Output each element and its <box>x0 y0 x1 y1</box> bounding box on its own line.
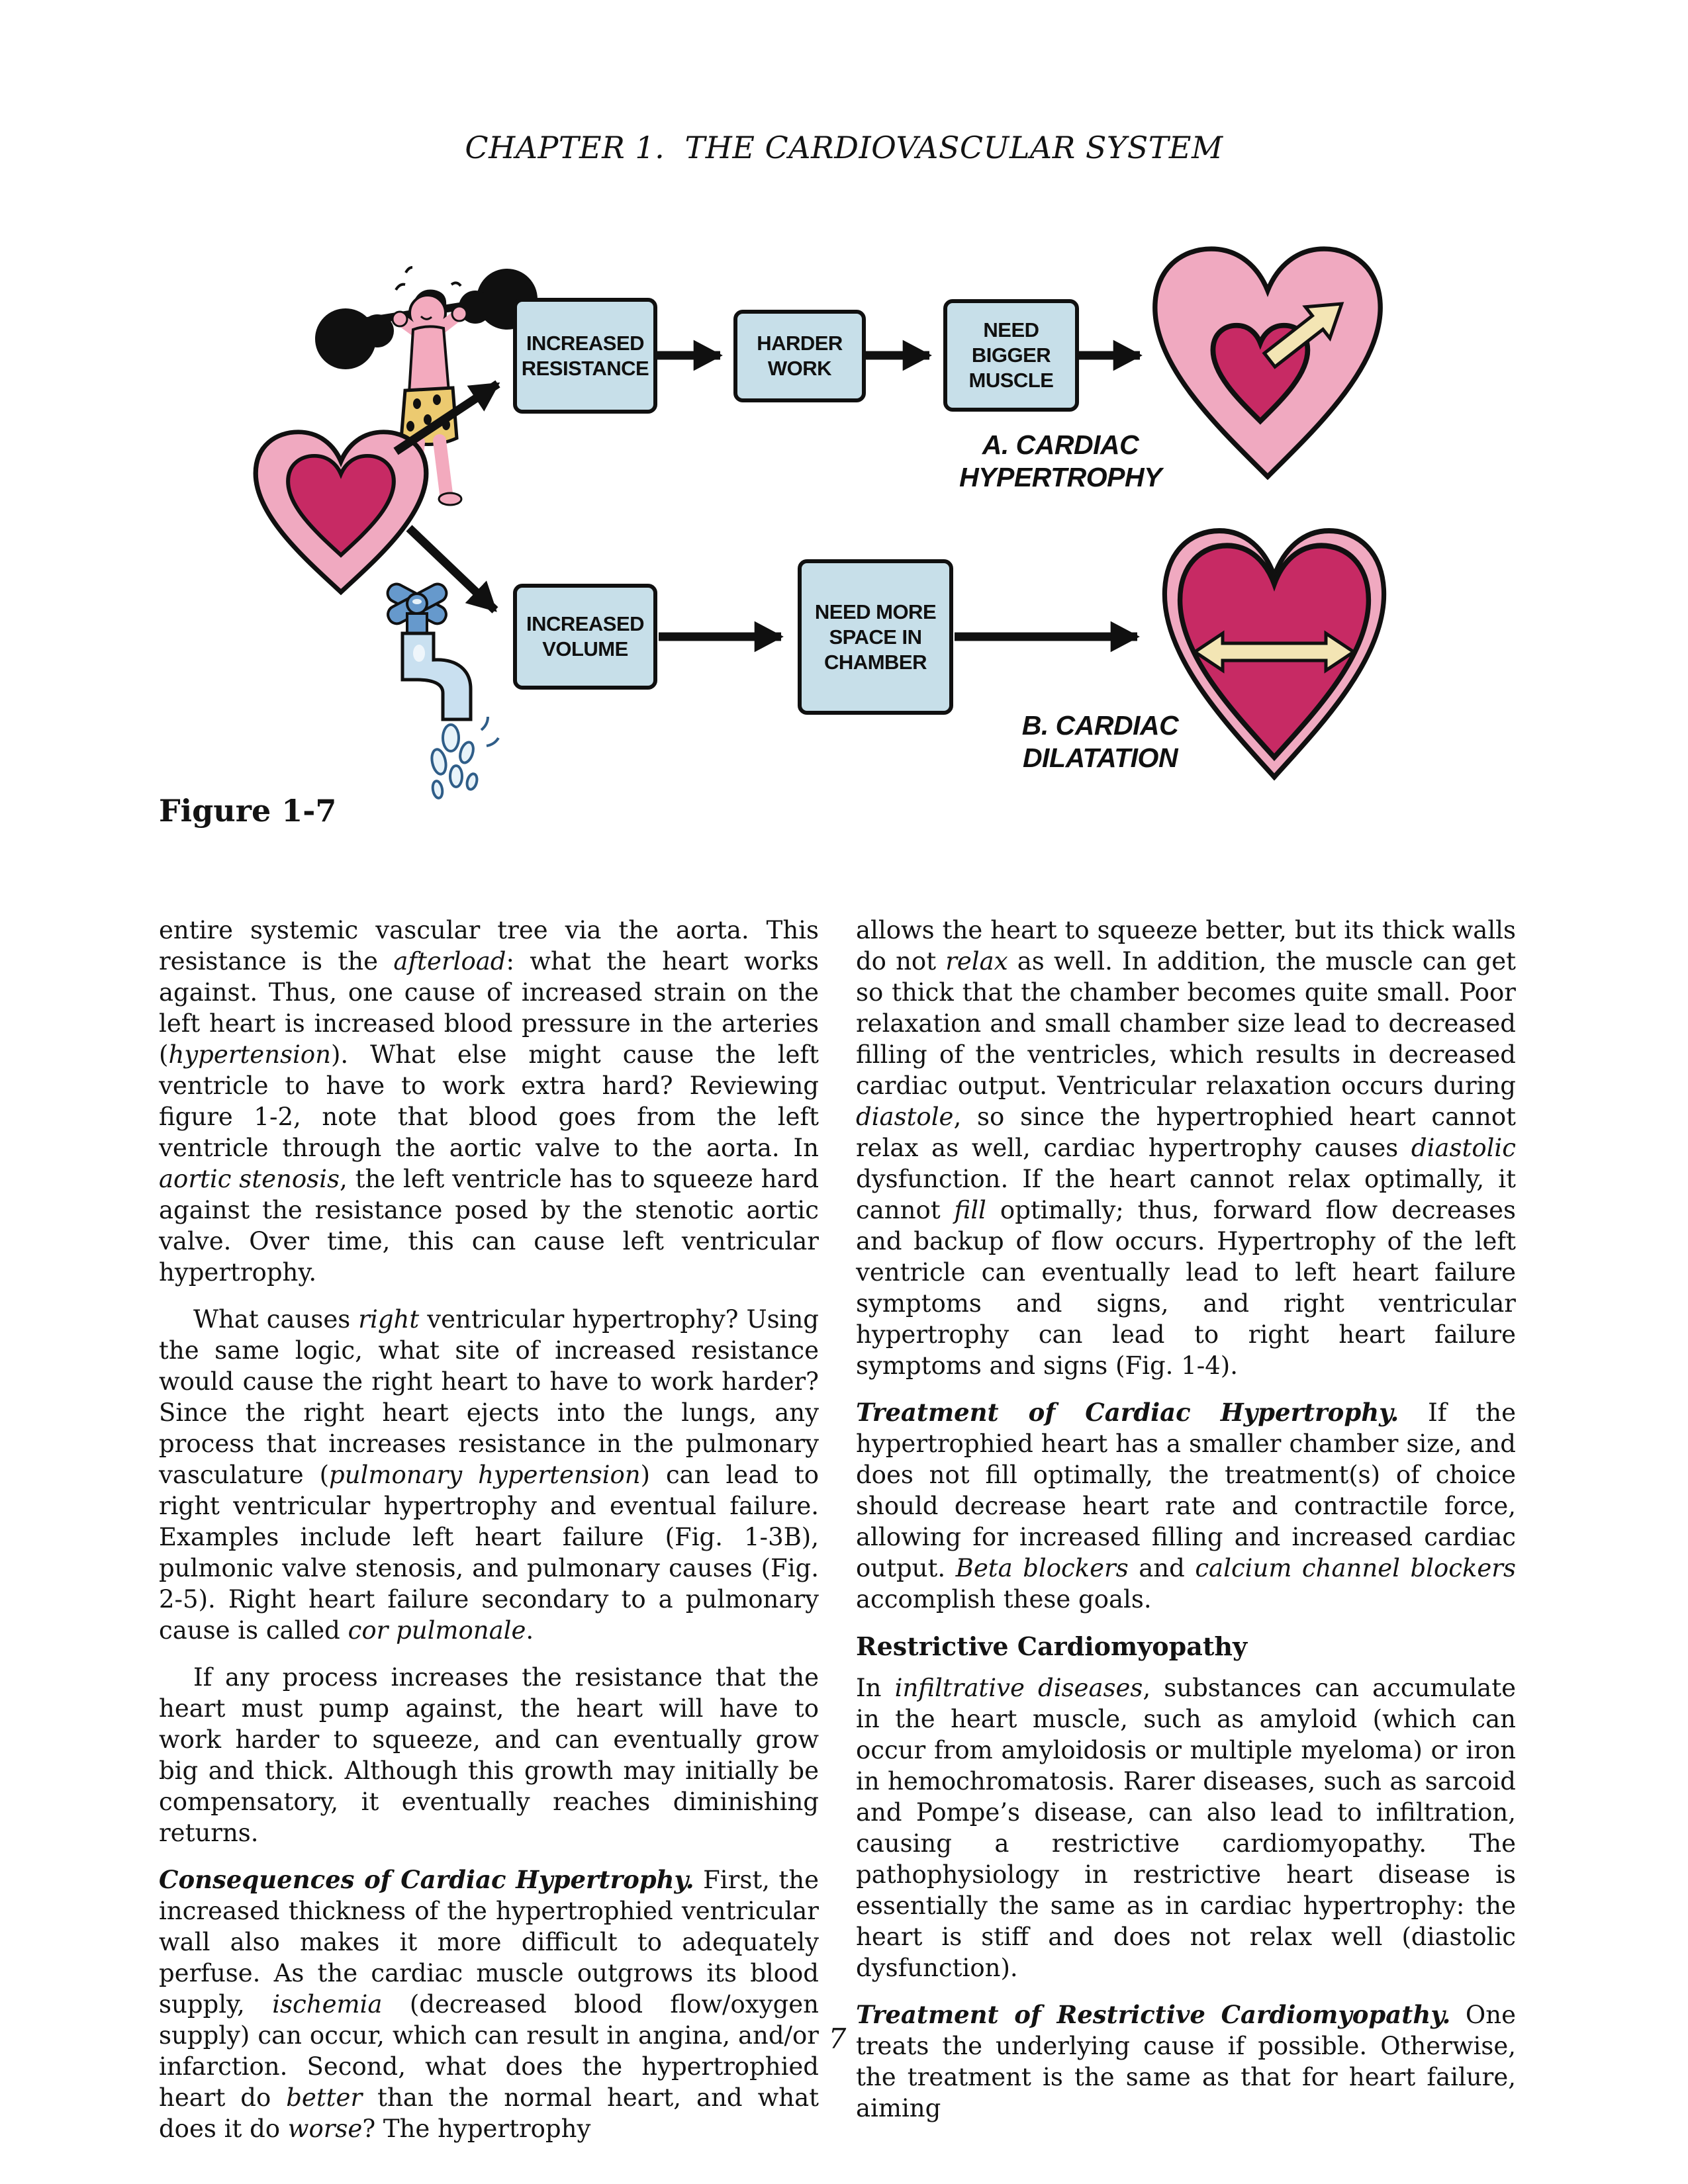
flow-box-harder-work: HARDER WORK <box>733 310 866 402</box>
flow-box-need-bigger-muscle: NEED BIGGER MUSCLE <box>943 299 1079 412</box>
paragraph: Treatment of Cardiac Hypertrophy. If the… <box>856 1398 1516 1614</box>
right-column: allows the heart to squeeze better, but … <box>856 915 1516 2144</box>
arrow-heart-to-volume <box>406 525 498 614</box>
paragraph: Treatment of Restrictive Cardiomyopathy.… <box>856 2000 1516 2122</box>
arrow-heart-to-resistance <box>393 380 500 455</box>
paragraph: allows the heart to squeeze better, but … <box>856 916 1516 1380</box>
left-column: entire systemic vascular tree via the ao… <box>159 915 819 2144</box>
paragraph: What causes right ventricular hypertroph… <box>159 1305 819 1645</box>
page-number: 7 <box>828 2023 847 2055</box>
paragraph: Consequences of Cardiac Hypertrophy. Fir… <box>159 1865 819 2143</box>
figure-artwork <box>253 246 1387 799</box>
section-heading: Restrictive Cardiomyopathy <box>856 1631 1248 1661</box>
flow-box-increased-volume: INCREASED VOLUME <box>513 584 657 690</box>
paragraph: If any process increases the resistance … <box>159 1663 819 1847</box>
faucet-illustration <box>386 582 500 799</box>
body-text: entire systemic vascular tree via the ao… <box>159 915 1516 2144</box>
flow-box-need-more-space: NEED MORE SPACE IN CHAMBER <box>798 559 953 715</box>
figure-1-7: INCREASED RESISTANCE HARDER WORK NEED BI… <box>0 218 1688 801</box>
paragraph: entire systemic vascular tree via the ao… <box>159 916 819 1287</box>
paragraph: In infiltrative diseases, substances can… <box>856 1674 1516 1982</box>
dilated-heart-illustration <box>1162 527 1387 781</box>
panel-label-cardiac-dilatation: B. CARDIAC DILATATION <box>1021 710 1179 773</box>
chapter-header: CHAPTER 1. THE CARDIOVASCULAR SYSTEM <box>465 130 1223 165</box>
normal-heart-illustration <box>253 430 429 596</box>
hypertrophied-heart-illustration <box>1152 246 1383 480</box>
flow-box-increased-resistance: INCREASED RESISTANCE <box>513 298 657 414</box>
figure-caption: Figure 1-7 <box>159 793 337 829</box>
panel-label-cardiac-hypertrophy: A. CARDIAC HYPERTROPHY <box>959 430 1162 492</box>
